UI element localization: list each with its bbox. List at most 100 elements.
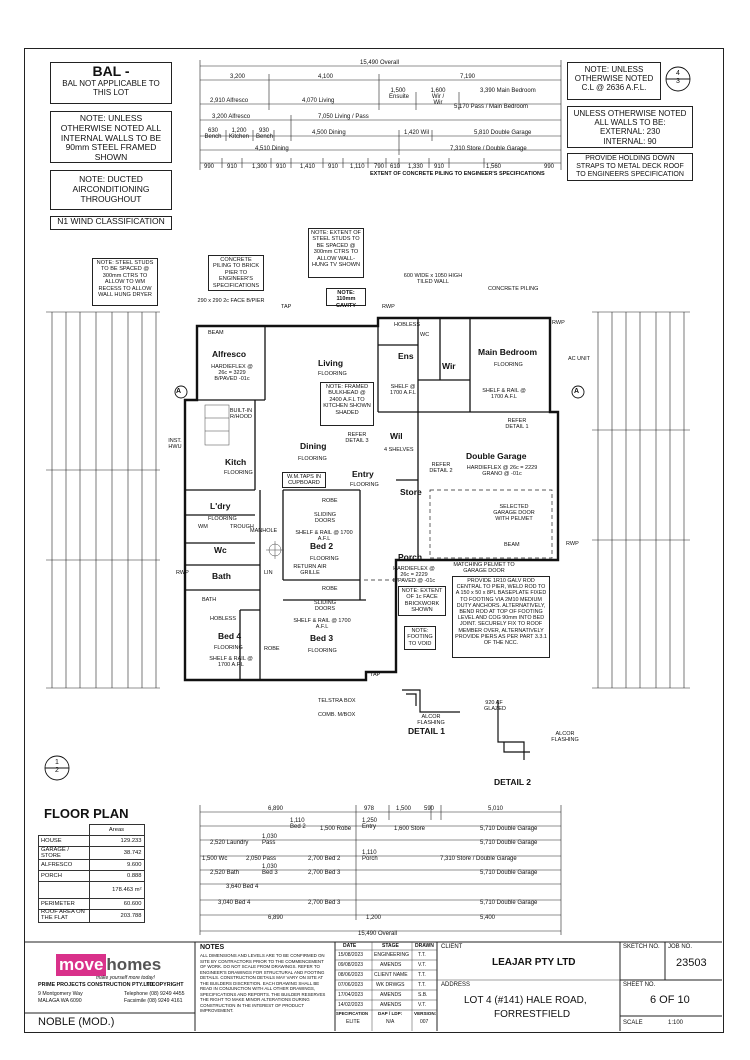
area-value: 0.888 (88, 870, 145, 882)
bottom-dim: 2,050 Pass (246, 856, 277, 862)
rwp-label: RWP (382, 304, 395, 310)
section-ref-top: 4 3 (676, 70, 680, 85)
rev-stage: CLIENT NAME (374, 972, 408, 978)
rev-drawn: T.T. (418, 982, 426, 988)
piling-extent-note: EXTENT OF CONCRETE PILING TO ENGINEER'S … (370, 171, 545, 177)
beam-label: BEAM (504, 542, 520, 548)
steel-studs-note-2: NOTE: EXTENT OF STEEL STUDS TO BE SPACED… (308, 228, 364, 278)
rev-drawn: T.T. (418, 972, 426, 978)
room-bed-4: Bed 4 (218, 631, 242, 641)
living-flooring: FLOORING (318, 371, 347, 377)
room-bath: Bath (212, 571, 231, 581)
cavity-note: NOTE: 110mm CAVITY (326, 288, 366, 309)
spec-value: ELITE (346, 1019, 360, 1025)
sheet-number: 6 OF 10 (650, 994, 690, 1006)
areas-header: Areas (88, 824, 145, 836)
table-row: 178.463 m² (38, 881, 145, 899)
top-dim: 7,310 Store / Double Garage (450, 146, 527, 152)
top-dim: 1,420 Wil (404, 130, 430, 136)
area-value: 38.742 (88, 846, 145, 860)
top-dim: 7,050 Living / Pass (318, 114, 369, 120)
top-dim: 1,500 Ensuite (389, 88, 410, 100)
room-wc: Wc (214, 545, 227, 555)
version-label: VERSION: (414, 1011, 437, 1016)
version-value: 007 (420, 1019, 429, 1025)
address-line-2: MALAGA WA 6090 (38, 998, 82, 1004)
steel-studs-note-1: NOTE: STEEL STUDS TO BE SPACED @ 300mm C… (92, 258, 158, 306)
job-label: JOB NO. (668, 944, 693, 950)
top-dim: 930 Bench (256, 128, 274, 140)
top-dim: 3,200 (230, 74, 246, 80)
wc-fixture-label: WC (420, 332, 430, 338)
bath-fixture-label: BATH (202, 597, 217, 603)
bottom-dim: 1,250 Entry (362, 818, 378, 830)
garage-spec: HARDIEFLEX @ 26c = 2229 GRANO @ -01c (466, 465, 538, 478)
area-name: PERIMETER (38, 898, 90, 910)
top-dim: 1,600 Wir / Wir (430, 88, 446, 106)
top-dim: 1,410 (300, 164, 316, 170)
beam-label: BEAM (208, 330, 224, 336)
bottom-dim: 1,500 Wc (202, 856, 228, 862)
logo-tagline: make yourself more today! (96, 975, 155, 981)
trough-label: TROUGH (230, 524, 254, 530)
room-living: Living (318, 358, 344, 368)
kitchen-flooring: FLOORING (224, 470, 253, 476)
area-name: PORCH (38, 870, 90, 882)
ceiling-note: NOTE: UNLESS OTHERWISE NOTED C.L @ 2636 … (567, 62, 661, 100)
pelmet-label: MATCHING PELMET TO GARAGE DOOR (453, 562, 515, 575)
top-dim: 790 (374, 164, 385, 170)
room-ensuite: Ens (398, 351, 414, 361)
rev-header: DRAWN (415, 943, 434, 949)
telephone: Telephone (08) 9249 4455 (124, 991, 185, 997)
sheet-label: SHEET NO. (623, 982, 656, 988)
bottom-dim: 1,110 Bed 2 (290, 818, 306, 830)
bottom-dim: 1,030 Pass (262, 834, 278, 846)
area-name: GARAGE / STORE (38, 846, 90, 860)
external-wall: EXTERNAL: 230 (599, 127, 661, 137)
bottom-dim: 1,500 (396, 806, 412, 812)
top-dim: 910 (434, 164, 445, 170)
top-overall-dim: 15,490 Overall (360, 60, 400, 66)
bottom-dim: 1,200 (366, 915, 382, 921)
laundry-flooring: FLOORING (208, 516, 237, 522)
manhole-label: MANHOLE (250, 528, 278, 534)
section-ref-left: 1 2 (55, 759, 59, 774)
rev-date: 14/02/2023 (338, 1002, 364, 1008)
area-value: 203.788 (88, 909, 145, 923)
section-marker-a-left: A (176, 388, 182, 395)
area-total: 178.463 m² (88, 881, 145, 899)
bottom-dim: 6,890 (268, 806, 284, 812)
ducted-ac-note: NOTE: DUCTED AIRCONDITIONING THROUGHOUT (50, 170, 172, 210)
room-entry: Entry (352, 469, 374, 479)
logo-homes: homes (106, 955, 162, 974)
rev-date: 07/06/2023 (338, 982, 364, 988)
bottom-dim: 2,700 Bed 2 (308, 856, 341, 862)
detail-2-flashing: ALCOR FLASHING (551, 731, 579, 744)
main-bedroom-shelf: SHELF & RAIL @ 1700 A.F.L (482, 388, 526, 401)
floor-plan-title: FLOOR PLAN (44, 806, 129, 821)
top-dim: 910 (276, 164, 287, 170)
room-double-garage: Double Garage (466, 451, 527, 461)
top-dim: 7,190 (460, 74, 476, 80)
rev-header: DATE (343, 943, 357, 949)
internal-walls-note: NOTE: UNLESS OTHERWISE NOTED ALL INTERNA… (50, 111, 172, 163)
bal-title: BAL - (92, 63, 130, 79)
section-marker-a-right: A (574, 388, 580, 395)
galv-rod-note: PROVIDE 1R10 GALV ROD CENTRAL TO PIER, W… (452, 576, 550, 658)
bed-2-shelf: SHELF & RAIL @ 1700 A.F.L (295, 530, 353, 543)
tap-label: TAP (370, 672, 381, 678)
bed-2-flooring: FLOORING (310, 556, 339, 562)
room-wil: Wil (390, 431, 403, 441)
area-value: 129.233 (88, 835, 145, 847)
top-dim: 3,390 Main Bedroom (480, 88, 536, 94)
dap-label: DAP / LDP: (378, 1011, 403, 1016)
bottom-dim: 978 (364, 806, 375, 812)
wall-thickness-note: UNLESS OTHERWISE NOTED ALL WALLS TO BE: … (567, 106, 693, 148)
bottom-dim: 5,710 Double Garage (480, 826, 538, 832)
address-line-1: 9 Montgomery Way (38, 991, 83, 997)
bottom-dim: 5,710 Double Garage (480, 900, 538, 906)
